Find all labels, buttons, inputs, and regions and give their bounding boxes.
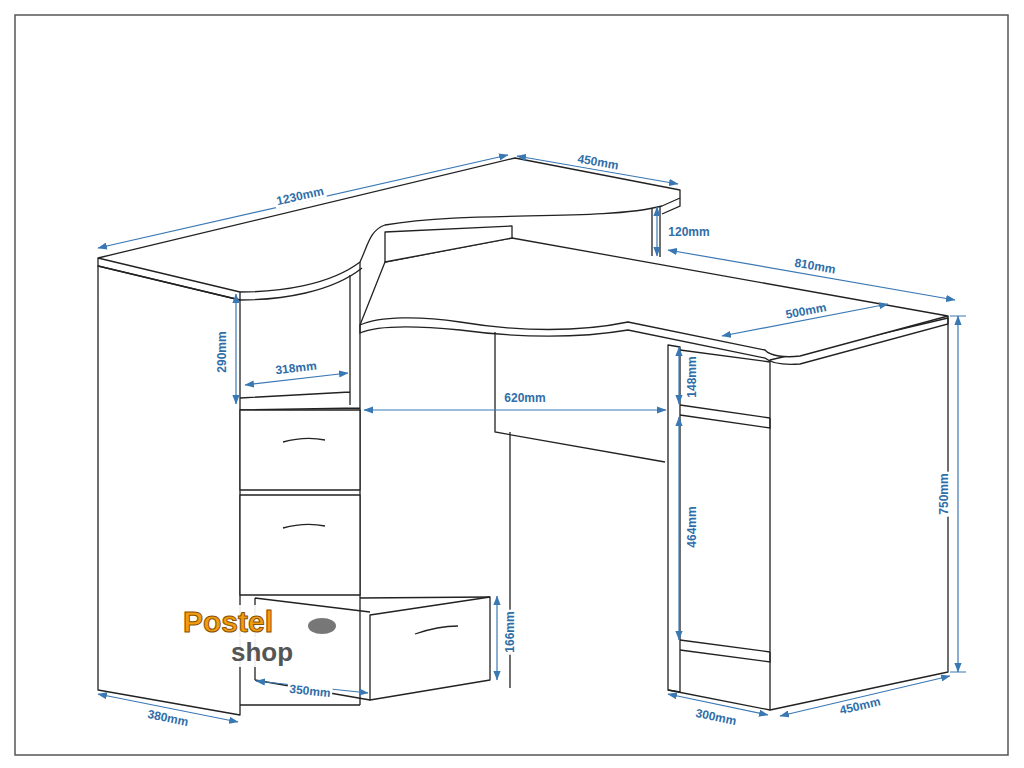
dimension-label: 380mm [144,707,191,730]
dimension-label: 620mm [502,391,547,405]
watermark: Postel [181,605,275,639]
dimension-label: 148mm [685,354,699,399]
dimension-label: 810mm [791,255,838,277]
dimension-label: 464mm [685,504,699,549]
watermark: shop [229,637,295,667]
dimension-label: 120mm [666,225,711,239]
dimension-label: 450mm [836,694,883,718]
dimension-label: 500mm [782,300,829,322]
dimension-label: 750mm [937,471,951,516]
dimension-label: 1230mm [273,183,327,208]
dimension-label: 318mm [273,358,320,377]
dimension-label: 350mm [287,682,334,701]
desk [98,158,948,715]
dimension-label: 300mm [692,706,739,729]
frame [15,15,1008,755]
dimension-label: 450mm [574,151,621,173]
dimension-label: 166mm [503,609,517,654]
dimension-label: 290mm [215,329,229,374]
watermark-icon [308,618,336,634]
dimension-lines [98,155,966,722]
